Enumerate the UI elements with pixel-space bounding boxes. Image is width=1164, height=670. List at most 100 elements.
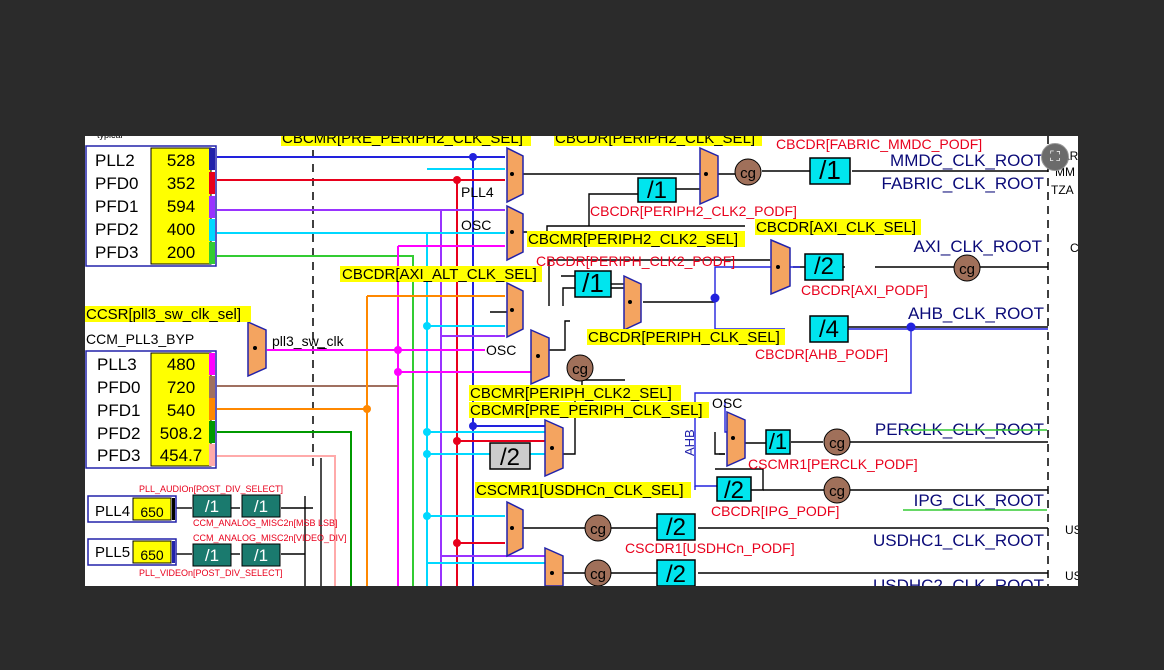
- pll4-box: [87, 495, 177, 523]
- periph-clk2-divider: /1: [582, 268, 604, 298]
- edge-fragment-5: US: [1065, 569, 1078, 583]
- pre-periph-clk-sel-reg: CBCMR[PRE_PERIPH_CLK_SEL]: [470, 402, 703, 419]
- pre-periph-divider: /2: [500, 444, 520, 471]
- periph2-clk2-divider: /1: [647, 177, 667, 204]
- mux-periph2-clk2: [506, 204, 524, 262]
- ahb-root: AHB_CLK_ROOT: [908, 304, 1044, 323]
- fabric-root: FABRIC_CLK_ROOT: [882, 174, 1045, 193]
- ipg-divider: /2: [724, 477, 744, 504]
- ipg-podf-reg: CBCDR[IPG_PODF]: [711, 503, 839, 519]
- pll-div-label-1: /1: [254, 497, 268, 516]
- pll4-label: PLL4: [95, 503, 130, 520]
- ahb-divider: /4: [819, 316, 839, 343]
- edge-fragment-3: C: [1070, 241, 1078, 255]
- pll-freq-0: 528: [167, 151, 195, 170]
- pll3-name-4: PFD3: [97, 446, 140, 465]
- pll3-freq-3: 508.2: [160, 424, 203, 443]
- cg-label-3: cg: [829, 435, 845, 452]
- pll-div-label-3: /1: [254, 546, 268, 565]
- usdhcn-clk-sel-reg: CSCMR1[USDHCn_CLK_SEL]: [476, 482, 684, 499]
- pll-freq-4: 200: [167, 243, 195, 262]
- mux-periph2: [699, 146, 719, 206]
- pll3-byp-label: CCM_PLL3_BYP: [86, 331, 194, 347]
- usdhc2-root: USDHC2_CLK_ROOT: [873, 576, 1044, 586]
- pll-name-3: PFD2: [95, 220, 138, 239]
- mux-pll3-sw: [247, 320, 267, 378]
- pll-div-label-0: /1: [205, 497, 219, 516]
- pll5-box: [87, 538, 177, 566]
- mux-periph: [623, 274, 642, 332]
- pll-name-4: PFD3: [95, 243, 138, 262]
- pll-name-1: PFD0: [95, 174, 138, 193]
- periph2-clk2-sel-reg: CBCMR[PERIPH2_CLK2_SEL]: [528, 231, 738, 248]
- misc2-video-label: CCM_ANALOG_MISC2n[VIDEO_DIV]: [193, 533, 347, 543]
- axi-clk-sel-reg: CBCDR[AXI_CLK_SEL]: [756, 219, 916, 236]
- pll3-name-1: PFD0: [97, 378, 140, 397]
- mmdc-root: MMDC_CLK_ROOT: [890, 151, 1044, 170]
- osc-label-1: OSC: [461, 217, 491, 233]
- ipg-root: IPG_CLK_ROOT: [914, 491, 1044, 510]
- periph2-clk2-podf-reg: CBCDR[PERIPH2_CLK2_PODF]: [590, 203, 797, 219]
- usdhc1-root: USDHC1_CLK_ROOT: [873, 531, 1044, 550]
- pll2-group: [85, 145, 217, 267]
- expand-icon[interactable]: ⛶: [1041, 143, 1069, 171]
- ahb-label: AHB: [682, 429, 697, 456]
- cg-label-6: cg: [590, 566, 606, 583]
- mmdc-divider: /1: [819, 155, 841, 185]
- pre-periph2-reg: CBCMR[PRE_PERIPH2_CLK_SEL]: [282, 136, 523, 147]
- cg-label-0: cg: [740, 165, 756, 182]
- pll3-freq-4: 454.7: [160, 446, 203, 465]
- audio-post-div-label: PLL_AUDIOn[POST_DIV_SELECT]: [139, 484, 283, 494]
- usdhc1-divider: /2: [666, 514, 686, 541]
- usdhcn-podf-reg: CSCDR1[USDHCn_PODF]: [625, 540, 795, 556]
- axi-podf-reg: CBCDR[AXI_PODF]: [801, 282, 928, 298]
- cg-label-5: cg: [590, 521, 606, 538]
- mux-axi: [770, 238, 791, 296]
- pll-freq-2: 594: [167, 197, 195, 216]
- axi-root: AXI_CLK_ROOT: [914, 237, 1043, 256]
- cg-label-1: cg: [959, 261, 975, 278]
- pll4-freq: 650: [140, 504, 164, 520]
- pll-freq-1: 352: [167, 174, 195, 193]
- mux-usdhc2: [544, 546, 564, 586]
- osc-label-3: OSC: [712, 395, 742, 411]
- axi-divider: /2: [814, 253, 834, 280]
- cg-label-4: cg: [829, 483, 845, 500]
- cg-label-2: cg: [572, 361, 588, 378]
- mux-axi-alt: [506, 281, 524, 339]
- axi-alt-clk-sel-reg: CBCDR[AXI_ALT_CLK_SEL]: [342, 266, 537, 283]
- pll3-name-2: PFD1: [97, 401, 140, 420]
- video-post-div-label: PLL_VIDEOn[POST_DIV_SELECT]: [139, 568, 283, 578]
- pll3-sw-clk-sel-reg: CCSR[pll3_sw_clk_sel]: [86, 306, 241, 323]
- pll3-freq-1: 720: [167, 378, 195, 397]
- pll3-name-3: PFD2: [97, 424, 140, 443]
- usdhc2-divider: /2: [666, 561, 686, 586]
- mux-periph-clk2: [530, 328, 550, 386]
- periph-clk-sel-reg: CBCDR[PERIPH_CLK_SEL]: [588, 329, 780, 346]
- pll-div-label-2: /1: [205, 546, 219, 565]
- misc2-msb-label: CCM_ANALOG_MISC2n[MSB LSB]: [193, 518, 338, 528]
- periph-clk2-sel-reg: CBCMR[PERIPH_CLK2_SEL]: [470, 385, 672, 402]
- pll-name-2: PFD1: [95, 197, 138, 216]
- mux-perclk: [726, 410, 746, 468]
- edge-fragment-4: US: [1065, 523, 1078, 537]
- pll3-freq-0: 480: [167, 355, 195, 374]
- pll3-freq-2: 540: [167, 401, 195, 420]
- pll3-group: [85, 350, 217, 469]
- perclk-podf-reg: CSCMR1[PERCLK_PODF]: [748, 456, 918, 472]
- periph2-clk-sel-reg: CBCDR[PERIPH2_CLK_SEL]: [555, 136, 755, 147]
- pll3-name-0: PLL3: [97, 355, 137, 374]
- pll3-sw-clk-label: pll3_sw_clk: [272, 333, 345, 349]
- typical-label: typical: [97, 136, 123, 140]
- mux-usdhc1: [506, 500, 524, 558]
- osc-label-2: OSC: [486, 342, 516, 358]
- pll4-signal-label: PLL4: [461, 184, 494, 200]
- pll-name-0: PLL2: [95, 151, 135, 170]
- pll5-freq: 650: [140, 547, 164, 563]
- periph-clk2-podf-reg: CBCDR[PERIPH_CLK2_PODF]: [536, 253, 735, 269]
- ahb-podf-reg: CBCDR[AHB_PODF]: [755, 346, 888, 362]
- fabric-mmdc-podf-reg: CBCDR[FABRIC_MMDC_PODF]: [776, 136, 982, 152]
- edge-fragment-2: TZA: [1051, 183, 1074, 197]
